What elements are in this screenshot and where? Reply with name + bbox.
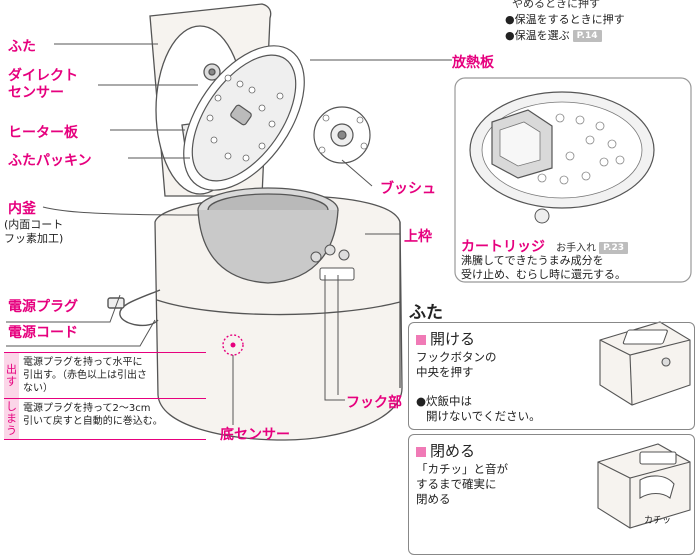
lid-close-line2: するまで確実に: [416, 477, 497, 491]
page-ref-p14[interactable]: P.14: [572, 30, 602, 42]
label-inner-pot: 内釜: [8, 201, 36, 217]
bush-detail: [313, 106, 371, 164]
lid-section-title: ふた: [409, 303, 443, 323]
leader-lines: [6, 43, 452, 425]
note-line-2: ●保温をするときに押す: [505, 13, 625, 26]
lid-close-sound: カチッ: [644, 516, 672, 526]
label-hook: フック部: [346, 395, 402, 411]
radiator-plate: [183, 45, 305, 191]
label-direct-sensor: ダイレクト センサー: [8, 68, 78, 102]
label-direct-sensor-line1: ダイレクト: [8, 68, 78, 84]
lid-open-box: [408, 322, 695, 430]
page-ref-p23[interactable]: P.23: [599, 242, 628, 254]
lid-close-box: [408, 434, 695, 555]
label-futa: ふた: [8, 39, 36, 55]
label-power-cord: 電源コード: [8, 325, 78, 341]
cartridge-desc-1: 沸騰してできたうまみ成分を: [461, 254, 604, 267]
bottom-sensor-dot: [230, 342, 236, 348]
cartridge-panel: [454, 77, 692, 283]
lid-open-marker: [416, 335, 426, 345]
lid-close-head: 閉める: [416, 440, 475, 461]
cord-instructions-table: 出す 電源プラグを持って水平に 引出す。（赤色以上は引出さ ない） しまう 電源…: [4, 352, 206, 440]
label-radiator-plate: 放熱板: [452, 55, 494, 71]
inner-pot: [197, 187, 339, 284]
label-bottom-sensor: 底センサー: [220, 427, 290, 443]
cord-row-retract: しまう 電源プラグを持って2～3cm 引いて戻すと自動的に巻込む。: [4, 398, 206, 440]
lid-open-head: 開ける: [416, 328, 475, 349]
lid-close-head-text: 閉める: [430, 442, 476, 460]
lid-close-cooker: [597, 443, 691, 529]
cord-row-pull-tag: 出す: [4, 353, 19, 398]
note-line-3-text: ●保温を選ぶ: [505, 29, 570, 42]
label-lid-packing: ふたパッキン: [8, 153, 92, 169]
lid-open-note1: ●炊飯中は: [416, 394, 473, 408]
cartridge-desc-2: 受け止め、むらし時に還元する。: [461, 268, 626, 281]
lid-open-line1: フックボタンの: [416, 350, 497, 364]
lid-close-line3: 閉める: [416, 492, 451, 506]
cord-row-retract-tag: しまう: [4, 399, 19, 439]
cartridge-title: カートリッジ: [461, 239, 545, 255]
label-power-plug: 電源プラグ: [8, 299, 78, 315]
bottom-sensor-marker: [222, 334, 244, 356]
label-inner-pot-note: (内面コート フッ素加工): [4, 218, 64, 245]
lid-open-line2: 中央を押す: [416, 365, 474, 379]
lid-open-cooker: [599, 321, 691, 406]
label-heater-plate: ヒーター板: [8, 125, 78, 141]
lid-open-note2: 開けないでください。: [426, 409, 541, 423]
label-upper-rim: 上枠: [404, 229, 432, 245]
lid-close-marker: [416, 447, 426, 457]
control-panel: [310, 244, 355, 281]
cartridge-care: お手入れ: [556, 243, 597, 254]
note-line-1: やめるときに押す: [512, 0, 600, 10]
lid-close-line1: 「カチッ」と音が: [416, 462, 508, 476]
cord-row-retract-text: 電源プラグを持って2～3cm 引いて戻すと自動的に巻込む。: [23, 403, 163, 427]
label-bush: ブッシュ: [380, 181, 436, 197]
label-direct-sensor-line2: センサー: [8, 85, 64, 101]
power-cord: [107, 289, 161, 327]
lid-open-head-text: 開ける: [430, 330, 476, 348]
cord-row-pull-text: 電源プラグを持って水平に 引出す。（赤色以上は引出さ ない）: [23, 357, 147, 394]
cord-row-pull: 出す 電源プラグを持って水平に 引出す。（赤色以上は引出さ ない）: [4, 352, 206, 398]
